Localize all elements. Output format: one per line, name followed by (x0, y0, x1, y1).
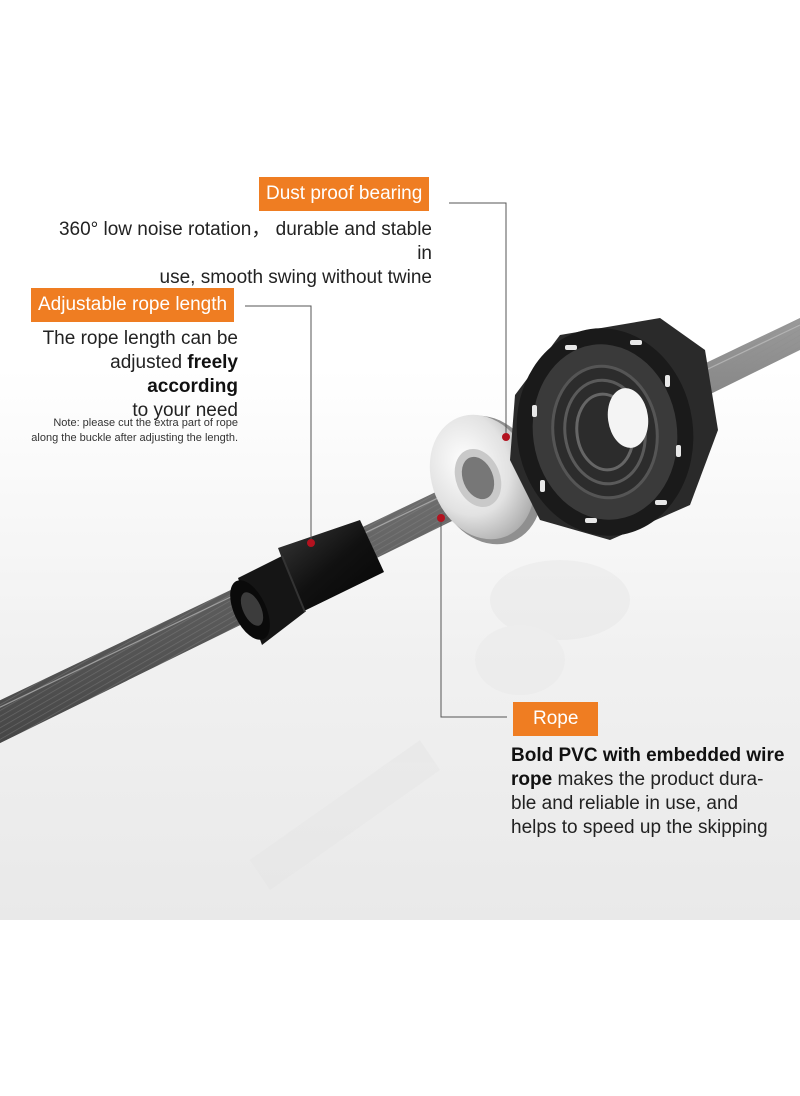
rope-desc-plain-2: makes the product dura- (552, 769, 764, 790)
length-desc-plain: adjusted (110, 352, 188, 373)
note-line-2: along the buckle after adjusting the len… (31, 432, 238, 444)
length-desc-line-3: to your need (132, 400, 238, 421)
bearing-description: 360° low noise rotation， durable and sta… (40, 218, 432, 290)
leader-lines (245, 202, 507, 718)
cutting-note: Note: please cut the extra part of rope … (0, 416, 238, 446)
bearing-desc-line-1: 360° low noise rotation， durable and sta… (58, 219, 432, 264)
rope-desc-line-2: rope makes the product dura- (511, 768, 796, 792)
rope-title-tag: Rope (513, 702, 599, 736)
rope-desc-line-1: Bold PVC with embedded wire (511, 744, 796, 768)
bearing-desc-line-2: use, smooth swing without twine (159, 267, 432, 288)
length-title-tag: Adjustable rope length (31, 288, 235, 322)
bottom-whitespace (0, 920, 800, 1096)
length-desc-line-1: The rope length can be (42, 328, 238, 349)
jump-rope-illustration (0, 202, 800, 890)
rope-length-buckle (230, 520, 384, 645)
length-leader-line (245, 305, 312, 543)
rope-desc-bold-1: Bold PVC with embedded wire (511, 745, 785, 766)
note-line-1: Note: please cut the extra part of rope (53, 417, 238, 429)
rope-leader-line (440, 520, 507, 718)
bearing-leader-line (449, 202, 507, 437)
rope-desc-line-3: ble and reliable in use, and (511, 793, 739, 814)
bearing-housing (510, 318, 718, 540)
rope-description: Bold PVC with embedded wire rope makes t… (511, 744, 796, 840)
buckle-marker-dot (307, 539, 315, 547)
bearing-marker-dot (502, 433, 510, 441)
floor-reflection (250, 560, 630, 890)
rope-marker-dot (437, 514, 445, 522)
length-desc-bold: freely according (147, 352, 238, 397)
rope-desc-bold-2: rope (511, 769, 553, 790)
length-desc-line-2: adjusted freely according (20, 351, 238, 399)
bearing-title-tag: Dust proof bearing (259, 177, 430, 211)
rope-desc-line-4: helps to speed up the skipping (511, 817, 768, 838)
marker-dots (307, 433, 510, 547)
length-description: The rope length can be adjusted freely a… (20, 327, 238, 423)
